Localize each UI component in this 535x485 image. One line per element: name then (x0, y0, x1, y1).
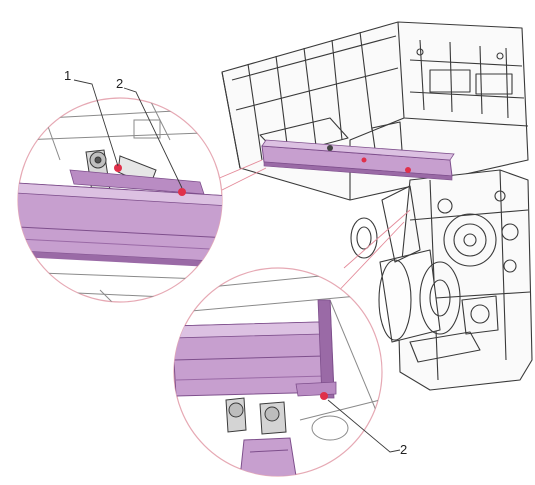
callout-label-2-top: 2 (116, 76, 123, 91)
callout-pointer-lines (73, 79, 401, 453)
callout-label-1: 1 (64, 68, 71, 83)
detail-circle-1 (17, 97, 223, 303)
detail-circle-2 (173, 267, 383, 477)
red-dot-marker (114, 164, 122, 172)
callout-label-2-bottom: 2 (400, 442, 407, 457)
main-rail-highlight (261, 139, 455, 181)
